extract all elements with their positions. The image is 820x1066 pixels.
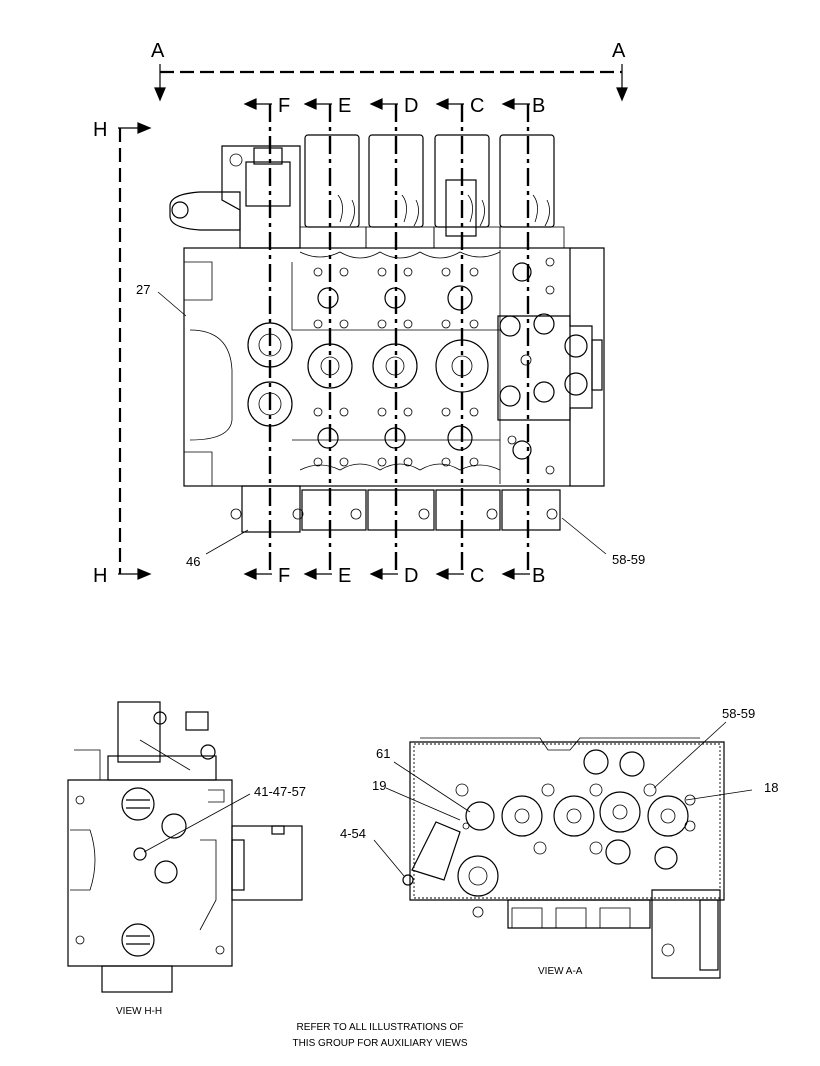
section-label-c-bottom: C [470,565,484,587]
section-label-b-top: B [532,95,545,117]
callout-27: 27 [136,282,150,297]
section-label-f-bottom: F [278,565,290,587]
section-label-h-top: H [93,119,107,141]
callout-18: 18 [764,780,778,795]
section-label-f-top: F [278,95,290,117]
valve-body [183,247,605,487]
top-section-arrows: F E D C B [243,95,545,117]
spool-ports [247,262,532,460]
main-view: A A H H F E D C B [93,40,645,587]
section-label-a-right: A [612,40,626,62]
callout-19: 19 [372,778,386,793]
right-side-plate [497,313,603,421]
section-line-a: A A [151,40,628,102]
section-label-h-bottom: H [93,565,107,587]
callout-4-54: 4-54 [340,826,366,841]
bottom-cartridges [230,485,561,533]
section-line-h: H H [93,119,152,587]
callout-41-47-57: 41-47-57 [254,784,306,799]
callout-58-59-view-a: 58-59 [722,706,755,721]
section-label-a-left: A [151,40,165,62]
section-label-d-top: D [404,95,418,117]
bottom-section-arrows: F E D C B [243,565,545,587]
view-title-a-a: VIEW A-A [538,966,583,977]
view-a-a: 58-59 61 19 4-54 18 VIEW A-A [340,706,778,979]
section-label-e-top: E [338,95,351,117]
callout-58-59-main: 58-59 [612,552,645,567]
section-label-c-top: C [470,95,484,117]
view-title-h-h: VIEW H-H [116,1006,162,1017]
note-line-1: REFER TO ALL ILLUSTRATIONS OF [297,1022,464,1033]
section-label-d-bottom: D [404,565,418,587]
section-label-e-bottom: E [338,565,351,587]
top-bracket [169,145,301,249]
callout-46: 46 [186,554,200,569]
solenoid-towers [299,134,565,249]
small-holes [313,257,555,475]
cutting-plane-lines [268,104,530,572]
section-label-b-bottom: B [532,565,545,587]
view-h-h: 41-47-57 VIEW H-H [67,701,306,1017]
callout-61: 61 [376,746,390,761]
note-line-2: THIS GROUP FOR AUXILIARY VIEWS [292,1038,467,1049]
